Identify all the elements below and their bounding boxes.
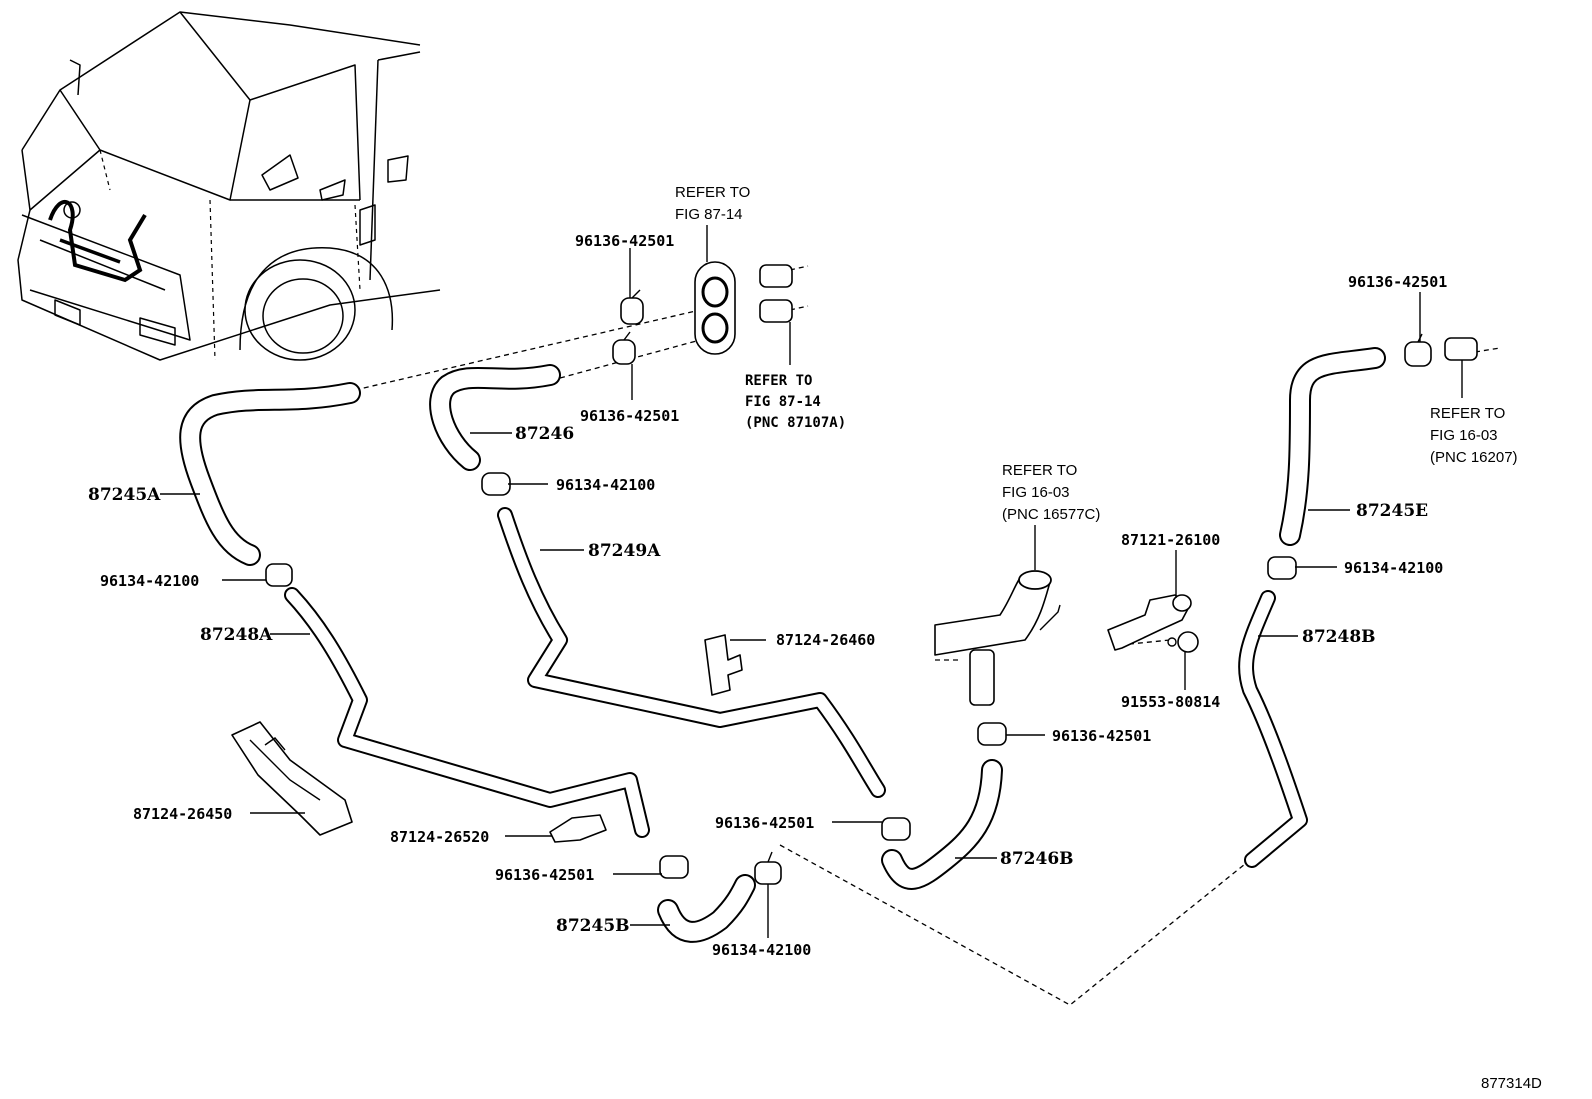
svg-text:FIG 16-03: FIG 16-03 xyxy=(1430,427,1498,444)
part-labels: 96136-42501 96136-42501 96136-42501 9613… xyxy=(88,232,1447,959)
hose-87245B xyxy=(657,874,756,943)
hose-87248A xyxy=(284,587,650,838)
label-96136-42501-lower-left[interactable]: 96136-42501 xyxy=(495,866,594,884)
svg-text:(PNC 16207): (PNC 16207) xyxy=(1430,449,1518,466)
label-96134-42100-b[interactable]: 96134-42100 xyxy=(100,572,199,590)
svg-text:REFER TO: REFER TO xyxy=(745,373,812,389)
label-87245B[interactable]: 87245B xyxy=(556,916,630,936)
svg-text:FIG 87-14: FIG 87-14 xyxy=(745,394,821,410)
clamp-icon xyxy=(481,472,511,496)
bracket-87124-26450-icon xyxy=(231,721,353,836)
label-96136-42501-top-right[interactable]: 96136-42501 xyxy=(1348,273,1447,291)
svg-text:FIG 87-14: FIG 87-14 xyxy=(675,206,743,223)
clamp-icon xyxy=(977,722,1007,746)
hose-87249A xyxy=(497,507,886,798)
clamp-icon xyxy=(612,331,636,365)
hose-87245A xyxy=(179,382,361,566)
refer-note-center: REFER TO FIG 16-03 (PNC 16577C) xyxy=(1002,462,1100,523)
label-96136-42501-outlet[interactable]: 96136-42501 xyxy=(1052,727,1151,745)
grommet-icon xyxy=(694,261,736,355)
hose-87246 xyxy=(429,364,561,471)
van-illustration xyxy=(17,11,441,361)
svg-text:(PNC 16577C): (PNC 16577C) xyxy=(1002,506,1100,523)
figure-id: 877314D xyxy=(1481,1075,1542,1092)
clamp-icon xyxy=(659,855,689,879)
refer-note-top: REFER TO FIG 87-14 xyxy=(675,184,750,223)
svg-text:REFER TO: REFER TO xyxy=(1002,462,1077,479)
leader-lines xyxy=(160,225,1463,938)
clamp-icon xyxy=(1404,333,1432,367)
label-87124-26450[interactable]: 87124-26450 xyxy=(133,805,232,823)
clamp-icon xyxy=(620,289,644,325)
refer-note-mid: REFER TO FIG 87-14 (PNC 87107A) xyxy=(745,373,846,431)
clamp-icons xyxy=(265,289,1432,885)
label-96136-42501-mid[interactable]: 96136-42501 xyxy=(580,407,679,425)
label-96134-42100-a[interactable]: 96134-42100 xyxy=(556,476,655,494)
label-87121-26100[interactable]: 87121-26100 xyxy=(1121,531,1220,549)
label-87245E[interactable]: 87245E xyxy=(1356,501,1428,521)
pipe-stub-icons xyxy=(759,264,1478,361)
clamp-icon xyxy=(1267,556,1297,580)
svg-text:FIG 16-03: FIG 16-03 xyxy=(1002,484,1070,501)
clamp-icon xyxy=(881,817,911,841)
hose-87245E xyxy=(1279,347,1386,546)
label-87246B[interactable]: 87246B xyxy=(1000,849,1074,869)
label-87124-26520[interactable]: 87124-26520 xyxy=(390,828,489,846)
svg-text:REFER TO: REFER TO xyxy=(675,184,750,201)
label-96136-42501-lower-mid[interactable]: 96136-42501 xyxy=(715,814,814,832)
label-96134-42100-d[interactable]: 96134-42100 xyxy=(1344,559,1443,577)
clamp-icon xyxy=(265,563,293,587)
clamp-icon xyxy=(754,851,782,885)
label-87248A[interactable]: 87248A xyxy=(200,625,273,645)
label-87246[interactable]: 87246 xyxy=(515,424,574,444)
bracket-87124-26520-icon xyxy=(549,814,607,843)
hose-87246B xyxy=(881,759,1003,890)
bracket-87121-26100-icon xyxy=(1107,594,1192,651)
bracket-87124-26460-icon xyxy=(704,634,743,696)
label-87124-26460[interactable]: 87124-26460 xyxy=(776,631,875,649)
label-87249A[interactable]: 87249A xyxy=(588,541,661,561)
label-91553-80814[interactable]: 91553-80814 xyxy=(1121,693,1220,711)
label-87248B[interactable]: 87248B xyxy=(1302,627,1376,647)
bolt-91553-80814-icon xyxy=(1167,631,1199,653)
refer-note-right: REFER TO FIG 16-03 (PNC 16207) xyxy=(1430,405,1518,466)
svg-text:REFER TO: REFER TO xyxy=(1430,405,1505,422)
label-87245A[interactable]: 87245A xyxy=(88,485,161,505)
water-outlet-icon xyxy=(934,570,1061,706)
hose-87248B xyxy=(1238,590,1308,868)
svg-text:(PNC 87107A): (PNC 87107A) xyxy=(745,415,846,431)
label-96134-42100-c[interactable]: 96134-42100 xyxy=(712,941,811,959)
label-96136-42501-top-left[interactable]: 96136-42501 xyxy=(575,232,674,250)
